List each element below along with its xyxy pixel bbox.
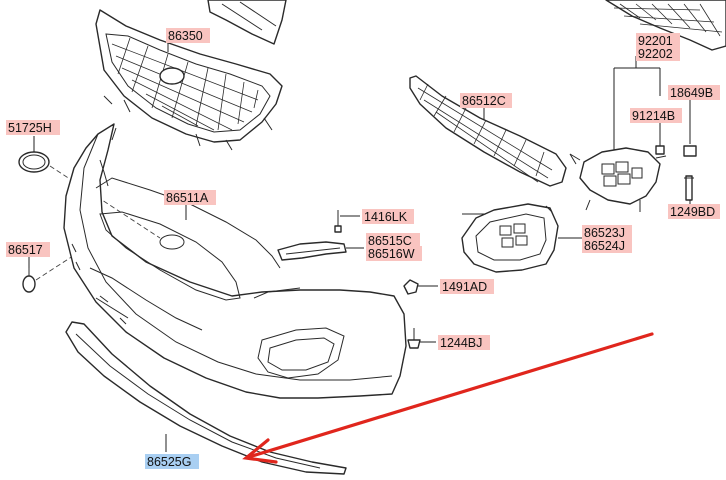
label-86350-text: 86350 — [168, 29, 203, 43]
label-92201-text: 92201 — [638, 34, 673, 48]
label-1244BJ: 1244BJ — [438, 335, 490, 350]
label-1249BD-text: 1249BD — [670, 205, 715, 219]
label-86517: 86517 — [6, 242, 50, 257]
label-1491AD-text: 1491AD — [442, 280, 487, 294]
fog-lamp — [569, 147, 667, 212]
label-86525G-text: 86525G — [147, 455, 191, 469]
label-86515C-text: 86515C — [368, 234, 412, 248]
label-86350: 86350 — [166, 28, 210, 43]
label-86517-text: 86517 — [8, 243, 43, 257]
clip-86517 — [22, 268, 36, 293]
label-86512C-text: 86512C — [462, 94, 506, 108]
label-92201: 92201 — [636, 33, 680, 48]
label-1416LK-text: 1416LK — [364, 210, 408, 224]
label-86525G: 86525G — [145, 454, 199, 469]
label-1244BJ-text: 1244BJ — [440, 336, 482, 350]
label-86515C: 86515C — [366, 233, 420, 248]
bulb-91214B — [655, 145, 665, 155]
label-86523J: 86523J — [582, 225, 632, 240]
label-18649B-text: 18649B — [670, 86, 713, 100]
clip-1491AD — [403, 279, 419, 295]
label-91214B: 91214B — [630, 108, 682, 123]
label-86524J-text: 86524J — [584, 239, 625, 253]
label-1491AD: 1491AD — [440, 279, 494, 294]
label-86511A-text: 86511A — [166, 191, 209, 205]
bolt-1416LK — [334, 210, 342, 233]
label-1416LK: 1416LK — [362, 209, 414, 224]
label-1249BD: 1249BD — [668, 204, 720, 219]
label-92202-text: 92202 — [638, 47, 673, 61]
label-86516W: 86516W — [366, 246, 422, 261]
lower-lip-spoiler — [65, 321, 347, 475]
label-86511A: 86511A — [164, 190, 216, 205]
fog-lamp-bezel — [461, 203, 559, 273]
front-bumper-cover — [63, 123, 407, 399]
label-86524J: 86524J — [582, 238, 632, 253]
bumper-molding — [277, 241, 347, 261]
label-18649B: 18649B — [668, 85, 720, 100]
radiator-grille — [95, 9, 283, 151]
screw-1249BD — [684, 175, 694, 201]
socket-18649B — [683, 145, 697, 157]
label-86523J-text: 86523J — [584, 226, 625, 240]
label-86516W-text: 86516W — [368, 247, 415, 261]
label-51725H: 51725H — [6, 120, 60, 135]
upper-grille-partial — [605, 0, 726, 51]
lower-grille — [409, 75, 567, 187]
screw-1244BJ — [407, 328, 421, 349]
upper-bracket-partial — [207, 0, 287, 45]
label-91214B-text: 91214B — [632, 109, 675, 123]
label-92202: 92202 — [636, 46, 680, 61]
kia-emblem — [18, 151, 50, 173]
red-pointer-arrow — [242, 332, 654, 464]
label-86512C: 86512C — [460, 93, 512, 108]
label-51725H-text: 51725H — [8, 121, 52, 135]
